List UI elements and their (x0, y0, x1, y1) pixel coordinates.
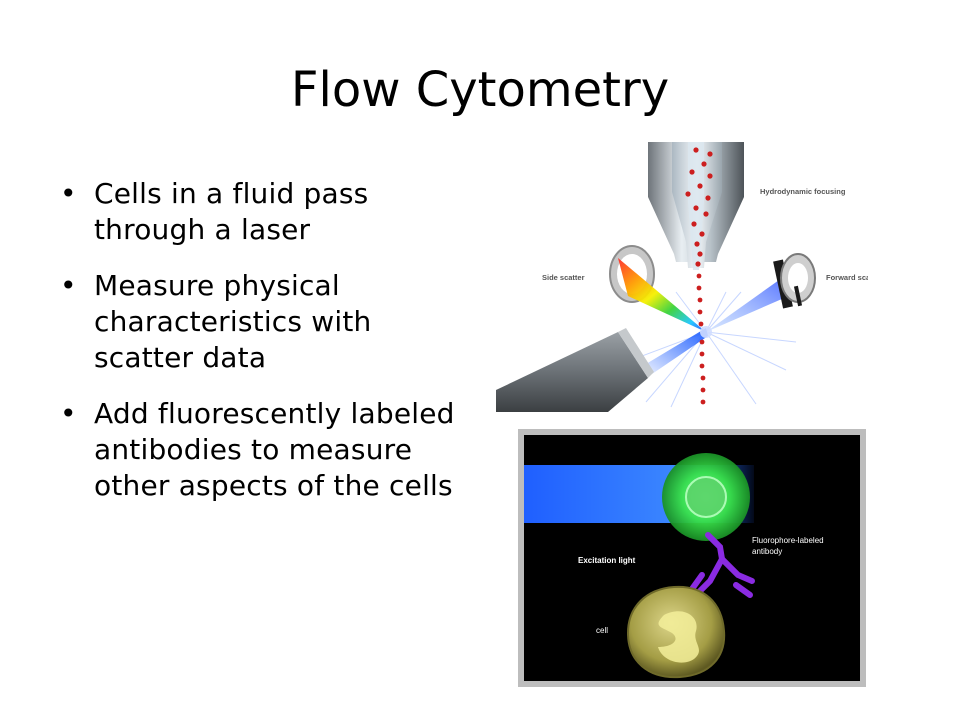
forward-scatter-label: Forward scatter (826, 273, 868, 282)
excitation-label: Excitation light (578, 556, 636, 565)
bullet-item: • Add fluorescently labeled antibodies t… (58, 396, 458, 504)
flow-cell-diagram: Hydrodynamic focusing Side scatter Forwa… (496, 142, 882, 412)
cell-stream (685, 147, 713, 405)
fluorophore-diagram: Excitation light Fluorophore-labeled ant… (524, 435, 860, 681)
fluorophore-illustration: Excitation light Fluorophore-labeled ant… (518, 429, 866, 687)
bullet-text: Measure physical characteristics with sc… (94, 269, 372, 374)
cell-label: cell (596, 626, 608, 635)
side-scatter-label: Side scatter (542, 273, 585, 282)
bullet-list: • Cells in a fluid pass through a laser … (58, 176, 458, 524)
bullet-text: Add fluorescently labeled antibodies to … (94, 397, 455, 502)
fluorophore-label-line1: Fluorophore-labeled (752, 536, 824, 545)
bullet-text: Cells in a fluid pass through a laser (94, 177, 369, 246)
fluorophore-label-line2: antibody (752, 547, 782, 556)
bullet-item: • Cells in a fluid pass through a laser (58, 176, 458, 248)
flow-cell-illustration: Hydrodynamic focusing Side scatter Forwa… (496, 142, 882, 412)
bullet-icon: • (60, 177, 77, 210)
bullet-item: • Measure physical characteristics with … (58, 268, 458, 376)
bullet-icon: • (60, 397, 77, 430)
bullet-icon: • (60, 269, 77, 302)
hydrodynamic-label: Hydrodynamic focusing (760, 187, 846, 196)
slide-title: Flow Cytometry (290, 62, 670, 118)
antibody-shape (689, 532, 755, 598)
